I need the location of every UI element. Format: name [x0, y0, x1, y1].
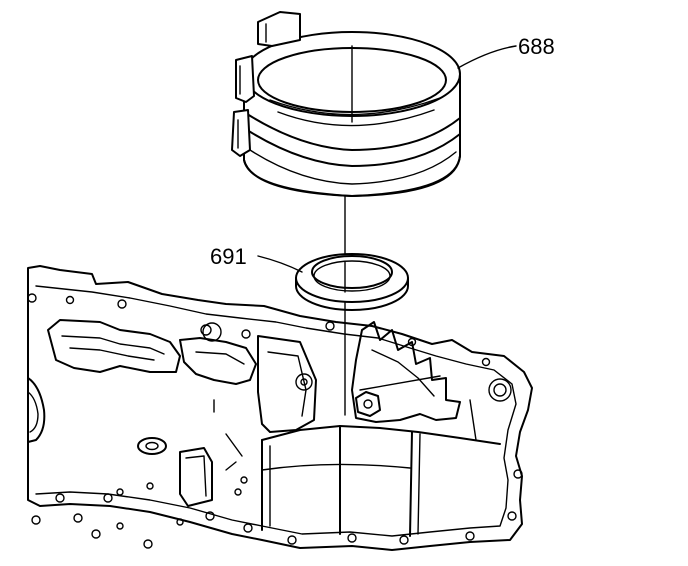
- callout-691: 691: [210, 244, 303, 273]
- callout-label-691: 691: [210, 244, 247, 269]
- band-688: [231, 11, 461, 197]
- callout-label-688: 688: [518, 34, 555, 59]
- ring-691: [295, 253, 409, 311]
- transmission-case: [27, 265, 533, 551]
- callout-688: 688: [457, 34, 555, 69]
